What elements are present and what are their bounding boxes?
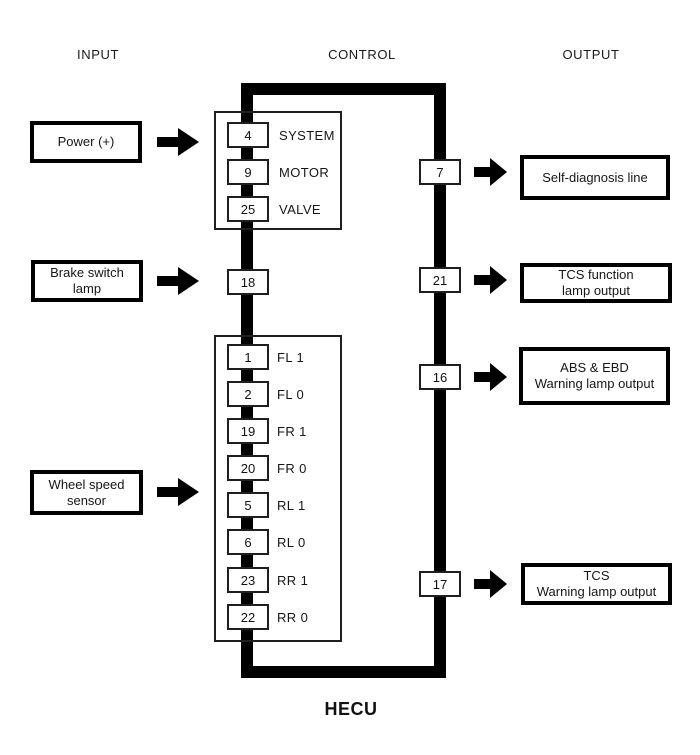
pin-20-label: FR 0 (277, 460, 307, 476)
pin-5-label: RL 1 (277, 497, 306, 513)
arrow-pin21-output-icon (474, 266, 507, 294)
pin-4-label: SYSTEM (279, 127, 335, 143)
arrow-pin17-output-icon (474, 570, 507, 598)
pin-22-label: RR 0 (277, 609, 309, 625)
pin-6: 6 (227, 529, 269, 555)
pin-6-label: RL 0 (277, 534, 306, 550)
pin-7: 7 (419, 159, 461, 185)
pin-9: 9 (227, 159, 269, 185)
hecu-label: HECU (324, 699, 378, 719)
output-column-header: OUTPUT (562, 47, 620, 62)
arrow-pin16-output-icon (474, 363, 507, 391)
pin-19-label: FR 1 (277, 423, 307, 439)
wheel-pin-group-box (214, 335, 342, 642)
output-box-tcs-function-lamp: TCS function lamp output (520, 263, 672, 303)
pin-1-label: FL 1 (277, 349, 305, 365)
output-box-abs-ebd-warning-lamp: ABS & EBD Warning lamp output (519, 347, 670, 405)
pin-5: 5 (227, 492, 269, 518)
pin-9-label: MOTOR (279, 164, 330, 180)
input-box-brake-switch-lamp: Brake switch lamp (31, 260, 143, 302)
pin-16: 16 (419, 364, 461, 390)
pin-22: 22 (227, 604, 269, 630)
pin-21: 21 (419, 267, 461, 293)
pin-2-label: FL 0 (277, 386, 305, 402)
arrow-wheel-input-icon (157, 478, 199, 506)
output-box-self-diagnosis: Self-diagnosis line (520, 155, 670, 200)
control-column-header: CONTROL (328, 47, 396, 62)
pin-2: 2 (227, 381, 269, 407)
pin-20: 20 (227, 455, 269, 481)
pin-25-label: VALVE (279, 201, 321, 217)
input-column-header: INPUT (77, 47, 119, 62)
input-box-wheel-speed-sensor: Wheel speed sensor (30, 470, 143, 515)
pin-23: 23 (227, 567, 269, 593)
pin-17: 17 (419, 571, 461, 597)
pin-18: 18 (227, 269, 269, 295)
pin-4: 4 (227, 122, 269, 148)
arrow-pin7-output-icon (474, 158, 507, 186)
power-pin-group-box (214, 111, 342, 230)
pin-1: 1 (227, 344, 269, 370)
arrow-brake-input-icon (157, 267, 199, 295)
arrow-power-input-icon (157, 128, 199, 156)
pin-19: 19 (227, 418, 269, 444)
pin-25: 25 (227, 196, 269, 222)
pin-23-label: RR 1 (277, 572, 309, 588)
input-box-power: Power (+) (30, 121, 142, 163)
output-box-tcs-warning-lamp: TCS Warning lamp output (521, 563, 672, 605)
